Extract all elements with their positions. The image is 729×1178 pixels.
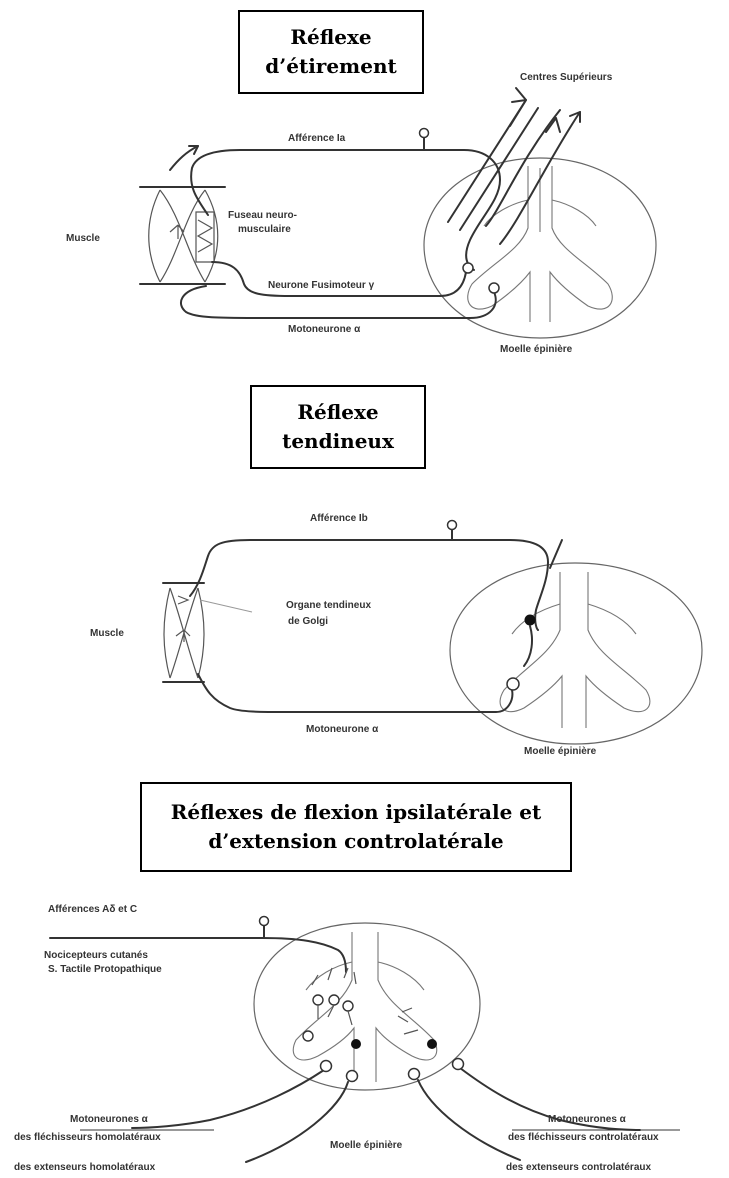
adelta-ganglion-cell bbox=[258, 915, 270, 927]
label-organe-line1: Organe tendineux bbox=[286, 600, 371, 611]
afferent-adelta-c-fiber bbox=[49, 937, 347, 973]
spinal-cord-section-3 bbox=[253, 922, 481, 1091]
label-fuseau-line1: Fuseau neuro- bbox=[228, 210, 297, 221]
left-flexor-motor-fiber bbox=[131, 1069, 325, 1129]
title-tendon-line2: tendineux bbox=[282, 429, 394, 453]
label-flechisseurs-controlateraux: des fléchisseurs controlatéraux bbox=[508, 1132, 659, 1143]
title-flexion-line1: Réflexes de flexion ipsilatérale et bbox=[170, 800, 542, 824]
label-fuseau-line2: musculaire bbox=[238, 224, 291, 235]
right-flexor-motor-fiber bbox=[459, 1067, 641, 1131]
alpha-motoneuron-fiber bbox=[180, 285, 497, 319]
afferent-ib-fiber bbox=[189, 539, 549, 631]
spinal-cord-section-1 bbox=[423, 157, 657, 339]
afferent-ia-fiber bbox=[190, 149, 501, 271]
alpha-motoneuron-fiber-2 bbox=[197, 673, 514, 713]
title-stretch-line1: Réflexe bbox=[290, 25, 372, 49]
flexion-reflex-diagram bbox=[49, 915, 680, 1163]
title-stretch-line2: d’étirement bbox=[265, 54, 397, 78]
title-box-tendon-reflex: Réflexe tendineux bbox=[250, 385, 426, 469]
label-motoneurones-right: Motoneurones α bbox=[548, 1114, 627, 1125]
muscle-1 bbox=[139, 186, 226, 285]
label-flechisseurs-homolateraux: des fléchisseurs homolatéraux bbox=[14, 1132, 161, 1143]
label-nocicepteurs-line1: Nocicepteurs cutanés bbox=[44, 950, 148, 961]
title-box-stretch-reflex: Réflexe d’étirement bbox=[238, 10, 424, 94]
label-centres-superieurs: Centres Supérieurs bbox=[520, 72, 613, 83]
alpha-motoneuron-soma-2 bbox=[506, 677, 520, 691]
label-afference-ib: Afférence Ib bbox=[310, 513, 368, 524]
stretch-reflex-diagram bbox=[139, 87, 657, 339]
title-flexion-line2: d’extension controlatérale bbox=[208, 829, 504, 853]
label-motoneurones-left: Motoneurones α bbox=[70, 1114, 149, 1125]
label-neurone-fusimoteur: Neurone Fusimoteur γ bbox=[268, 280, 375, 291]
left-extensor-motor-fiber bbox=[245, 1081, 349, 1163]
ia-ganglion-cell bbox=[418, 127, 430, 139]
spinal-cord-section-2 bbox=[449, 562, 703, 745]
gamma-fusimotor-fiber bbox=[211, 261, 467, 297]
label-extenseurs-controlateraux: des extenseurs controlatéraux bbox=[506, 1162, 651, 1173]
label-motoneurone-2: Motoneurone α bbox=[306, 724, 379, 735]
label-muscle-2: Muscle bbox=[90, 628, 124, 639]
title-tendon-line1: Réflexe bbox=[297, 400, 379, 424]
label-organe-line2: de Golgi bbox=[288, 616, 328, 627]
golgi-pointer bbox=[199, 599, 253, 613]
stretch-arrow-icon bbox=[169, 145, 199, 171]
higher-centres-pathways bbox=[447, 87, 581, 245]
label-moelle-1: Moelle épinière bbox=[500, 344, 573, 355]
label-extenseurs-homolateraux: des extenseurs homolatéraux bbox=[14, 1162, 156, 1173]
label-afference-ia: Afférence Ia bbox=[288, 133, 346, 144]
label-motoneurone-1: Motoneurone α bbox=[288, 324, 361, 335]
label-muscle-1: Muscle bbox=[66, 233, 100, 244]
title-box-flexion-reflex: Réflexes de flexion ipsilatérale et d’ex… bbox=[140, 782, 572, 872]
inhibitory-interneuron bbox=[524, 614, 536, 626]
ib-ganglion-cell bbox=[446, 519, 458, 531]
interneuron-network bbox=[302, 967, 437, 1049]
tendon-reflex-diagram bbox=[162, 519, 703, 745]
label-moelle-3: Moelle épinière bbox=[330, 1140, 403, 1151]
label-moelle-2: Moelle épinière bbox=[524, 746, 597, 757]
muscle-2 bbox=[162, 582, 253, 683]
label-afferences-adelta-c: Afférences Aδ et C bbox=[48, 904, 137, 915]
right-extensor-motor-fiber bbox=[417, 1079, 521, 1161]
gamma-motoneuron-soma bbox=[462, 262, 474, 274]
alpha-motoneuron-soma bbox=[488, 282, 500, 294]
label-nocicepteurs-line2: S. Tactile Protopathique bbox=[48, 964, 162, 975]
